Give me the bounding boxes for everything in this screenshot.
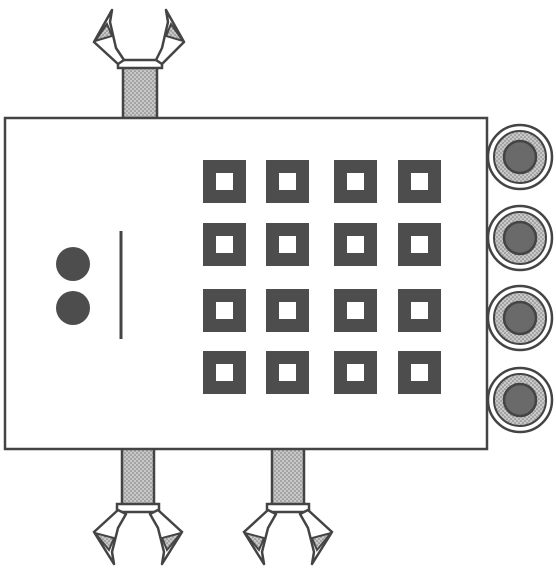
top-claw	[94, 10, 184, 118]
eye-bottom	[56, 291, 90, 325]
panel-square	[266, 289, 309, 332]
bottom-right-claw-base	[267, 504, 309, 512]
top-arm-shaft	[123, 63, 157, 118]
panel-square	[203, 351, 246, 394]
panel-square	[203, 223, 246, 266]
panel-square	[334, 160, 377, 203]
eye-top	[56, 247, 90, 281]
panel-square	[398, 223, 441, 266]
panel-square	[203, 289, 246, 332]
bottom-left-claw-base	[117, 504, 159, 512]
bottom-left-claw	[94, 504, 182, 564]
bottom-left-arm-shaft	[122, 446, 154, 508]
wheel-2-hub	[504, 222, 536, 254]
panel-square	[334, 289, 377, 332]
bottom-right-claw	[244, 504, 332, 564]
wheel-3-hub	[504, 302, 536, 334]
wheel-4	[488, 368, 552, 432]
panel-square	[266, 351, 309, 394]
wheel-1-hub	[504, 141, 536, 173]
panel-square	[266, 160, 309, 203]
wheel-2	[488, 206, 552, 270]
panel-square	[334, 223, 377, 266]
panel-square	[203, 160, 246, 203]
panel-square	[398, 289, 441, 332]
bottom-right-arm-shaft	[272, 446, 304, 508]
panel-square	[398, 160, 441, 203]
panel-square	[266, 223, 309, 266]
wheel-4-hub	[504, 384, 536, 416]
wheel-3	[488, 286, 552, 350]
panel-square	[334, 351, 377, 394]
panel-square	[398, 351, 441, 394]
top-claw-base	[118, 60, 162, 68]
wheel-1	[488, 125, 552, 189]
